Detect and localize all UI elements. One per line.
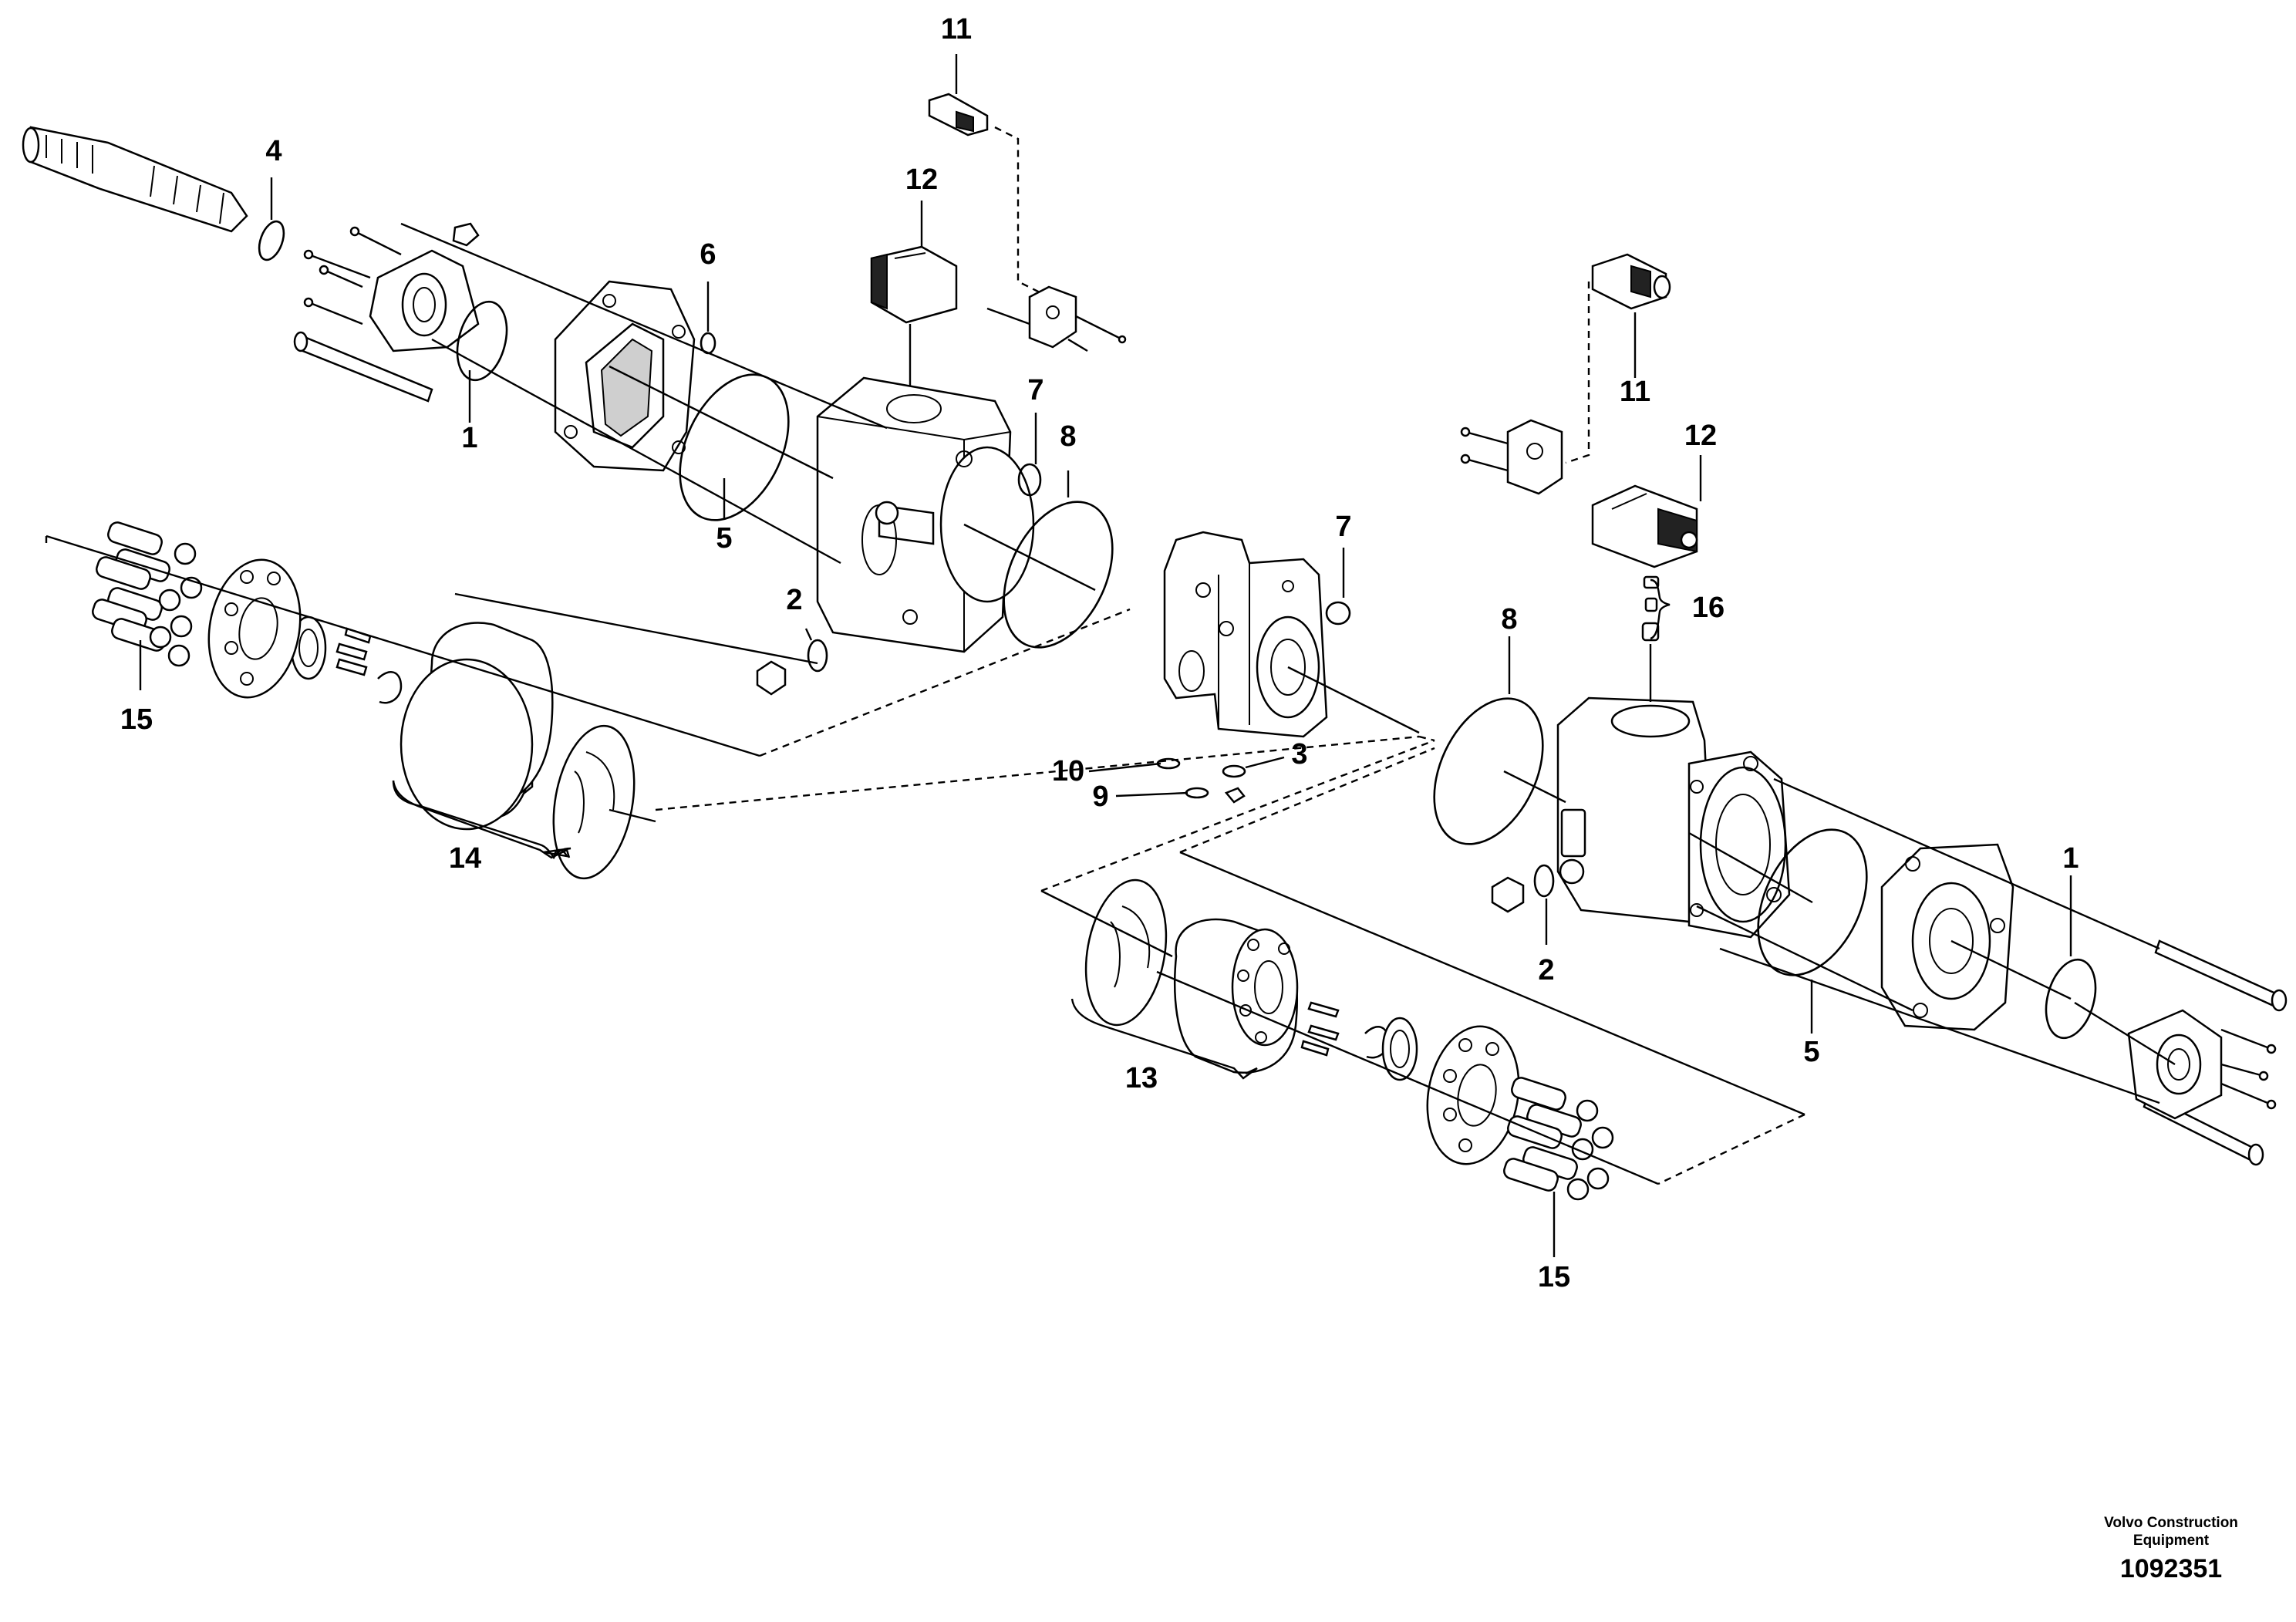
callout-10: 10: [1052, 755, 1084, 787]
pins-right: [1300, 1001, 1340, 1057]
callout-1-right: 1: [2062, 842, 2079, 875]
drain-plug-right: [1491, 876, 1525, 913]
callout-6: 6: [700, 238, 716, 271]
callout-4: 4: [265, 135, 282, 167]
regulator-block-left: [1028, 285, 1127, 352]
o-ring-7-left: [1017, 463, 1042, 497]
seal-plate: [369, 249, 480, 352]
solenoid-valve-left: [870, 245, 958, 324]
o-ring-3: [1222, 764, 1246, 778]
callout-15-right: 15: [1538, 1261, 1570, 1293]
callout-15-left: 15: [120, 703, 153, 736]
valve-plate-right: [1084, 878, 1168, 1027]
o-ring-9: [1185, 787, 1209, 799]
pressure-sensor-left: [928, 93, 989, 137]
callout-1-left: 1: [461, 422, 477, 454]
seal-plate-screws-right: [2220, 1028, 2277, 1110]
o-ring-7-mid: [1325, 601, 1351, 626]
o-ring-2-left: [807, 639, 828, 673]
callout-5-right: 5: [1803, 1036, 1819, 1068]
group-brackets: [392, 578, 1671, 1080]
pins-left: [335, 627, 372, 676]
drawing-number: 1092351: [2120, 1554, 2222, 1583]
callout-labels: 4 1 6 5 2 7 8 11 12 15 14 7 10 9 3 8 11 …: [120, 13, 2079, 1293]
gasket-8-left: [1003, 501, 1114, 649]
callout-3: 3: [1291, 738, 1307, 771]
callout-12-left: 12: [905, 164, 938, 196]
o-ring-1-left: [456, 300, 508, 382]
port-boss-right: [1559, 858, 1585, 885]
pistons-right: [1503, 1077, 1614, 1201]
front-housing-left: [554, 280, 696, 472]
credit-line-1: Volvo Construction: [2104, 1515, 2238, 1531]
long-bolt-left: [293, 331, 433, 403]
retainer-plate-right: [1426, 1025, 1520, 1165]
callout-2-right: 2: [1538, 954, 1554, 986]
pump-housing-right: [1556, 696, 1791, 939]
seal-plate-screws: [303, 226, 402, 325]
small-plug-center: [1224, 787, 1246, 804]
credit-line-2: Equipment: [2133, 1533, 2210, 1549]
callout-11-left: 11: [941, 13, 972, 46]
retainer-plate-left: [207, 558, 302, 699]
callout-5-left: 5: [716, 522, 732, 555]
callout-8-left: 8: [1060, 420, 1076, 453]
drive-shaft: [22, 126, 248, 233]
barrel-left: [400, 658, 534, 831]
cylinder-block-right: [1174, 918, 1299, 1074]
valve-plate-left: [552, 724, 636, 880]
callout-7-left: 7: [1027, 374, 1043, 406]
callout-7-mid: 7: [1335, 511, 1351, 543]
plug: [452, 222, 480, 247]
callout-12-right: 12: [1684, 420, 1717, 452]
solenoid-valve-right: [1591, 484, 1698, 568]
callout-2-left: 2: [786, 584, 802, 616]
callout-16: 16: [1692, 592, 1725, 624]
gasket-5-right: [1757, 828, 1868, 976]
o-ring-2-right: [1533, 864, 1555, 898]
callout-8-right: 8: [1501, 603, 1517, 636]
callout-leaders: [139, 54, 2072, 1257]
callout-14: 14: [449, 842, 481, 875]
callout-9: 9: [1092, 781, 1108, 813]
credit-block: Volvo Construction Equipment 1092351: [2104, 1515, 2238, 1583]
o-ring-1-right: [2045, 958, 2097, 1040]
gasket-8-right: [1433, 697, 1544, 845]
pressure-sensor-right: [1591, 253, 1671, 310]
end-cover-center: [1163, 531, 1328, 738]
assembly-lines: [45, 126, 2176, 1185]
callout-11-right: 11: [1620, 376, 1650, 408]
o-ring-4: [258, 220, 285, 261]
regulator-block-right: [1460, 419, 1563, 495]
bearing-right: [1381, 1017, 1418, 1081]
front-housing-right: [1880, 843, 2014, 1031]
drain-plug-left: [756, 660, 787, 696]
callout-13: 13: [1125, 1062, 1158, 1094]
pistons-left: [92, 521, 203, 667]
pump-housing-left: [816, 376, 1035, 653]
retaining-ring-left: [377, 671, 403, 704]
